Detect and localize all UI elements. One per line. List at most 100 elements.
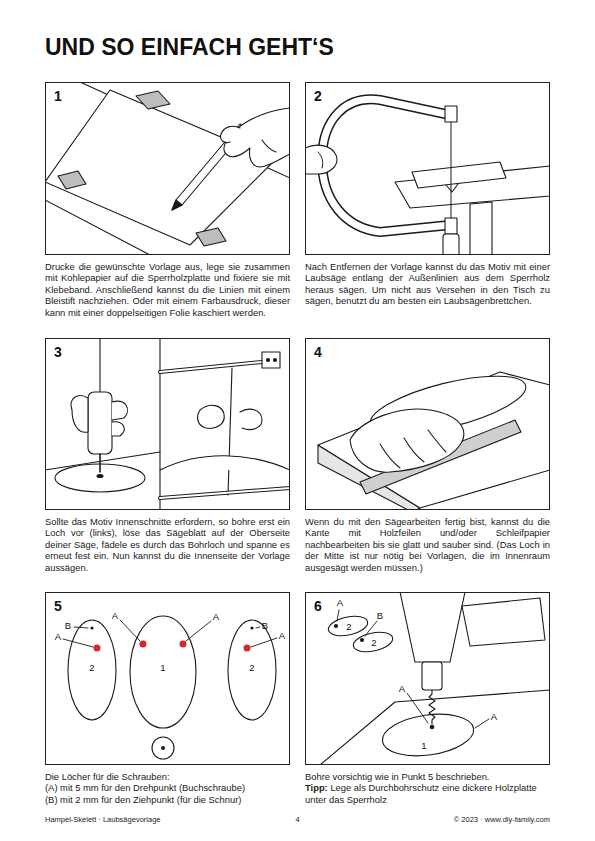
saw-illustration [305, 99, 550, 255]
part-number: 2 [371, 638, 376, 648]
part-number: 2 [89, 663, 94, 673]
clamp-screw [267, 359, 270, 362]
drill-hole [430, 725, 434, 729]
saw-arm [160, 488, 290, 498]
callout-letter: B [262, 621, 268, 631]
step-number: 2 [314, 89, 322, 103]
step-text: Sollte das Motiv Innenschnitte erfordern… [45, 516, 290, 573]
leader-line [120, 620, 140, 641]
tape-piece [196, 228, 226, 246]
step-number: 6 [314, 599, 322, 613]
blade-clamp [445, 106, 457, 122]
step-frame: 3 [45, 338, 290, 510]
callout-letter: A [213, 612, 219, 622]
leader-line [365, 621, 377, 636]
hand-fingers [240, 409, 262, 429]
step-number: 3 [54, 345, 62, 359]
string-hole [90, 626, 93, 629]
paper-sheet [45, 90, 275, 245]
callout-letter: A [399, 684, 405, 694]
filing-illustration [318, 364, 550, 510]
hand-line [380, 430, 446, 468]
tip-text: Lege als Durchbohrschutz eine dickere Ho… [305, 782, 537, 804]
hand-line [262, 140, 276, 152]
step-text: Nach Entfernen der Vorlage kannst du das… [305, 261, 550, 307]
leader-line [186, 621, 211, 641]
hand-thumb [221, 126, 240, 142]
step-number: 5 [54, 599, 62, 613]
step-number: 1 [54, 89, 62, 103]
instruction-text: Bohre vorsichtig wie in Punkt 5 beschrie… [305, 771, 550, 782]
saw-blade [451, 122, 452, 218]
instruction-text: Drucke die gewünschte Vorlage aus, lege … [45, 261, 290, 318]
tip-heading: Tipp: [305, 782, 328, 793]
callout-letter: A [491, 712, 497, 722]
hole [335, 625, 338, 628]
part-number: 1 [160, 663, 165, 673]
tape-piece [58, 171, 86, 189]
page-title: UND SO EINFACH GEHT‘S [45, 34, 334, 61]
drill-handle [462, 598, 545, 646]
leader-line [407, 693, 428, 723]
callout-letter: A [279, 631, 285, 641]
callout-letter: B [377, 611, 383, 621]
instruction-text: Wenn du mit den Sägearbeiten fertig bist… [305, 516, 550, 573]
saw-handle [443, 234, 459, 255]
pivot-hole [94, 645, 101, 652]
clamp-screw [274, 359, 277, 362]
drilling-illustration [320, 592, 550, 765]
instruction-text: Nach Entfernen der Vorlage kannst du das… [305, 261, 550, 307]
step-frame: 5 [45, 592, 290, 765]
blade-clamp [445, 218, 457, 234]
callout-letter: A [337, 598, 343, 608]
instruction-text: (B) mit 2 mm für den Ziehpunkt (für die … [45, 794, 290, 805]
string-hole [250, 626, 253, 629]
part-number: 2 [249, 663, 254, 673]
inner-cut-illustration [45, 338, 290, 510]
instruction-text: Sollte das Motiv Innenschnitte erfordern… [45, 516, 290, 573]
drill-body [400, 592, 465, 662]
body-part [130, 616, 196, 728]
leader-line [251, 638, 277, 647]
pivot-hole [140, 641, 147, 648]
step-text: Drucke die gewünschte Vorlage aus, lege … [45, 261, 290, 318]
step-text: Die Löcher für die Schrauben:(A) mit 5 m… [45, 771, 290, 805]
saw-blade [228, 368, 232, 495]
tape-piece [136, 91, 170, 109]
part-number: 1 [421, 741, 426, 751]
callout-letter: A [55, 632, 61, 642]
step-frame: 2 [305, 82, 550, 255]
blade-clamp [262, 352, 280, 368]
step-frame: 1 [45, 82, 290, 255]
hole-plan [63, 616, 277, 759]
leg-part [68, 620, 116, 720]
leader-line [63, 639, 93, 647]
step-frame: 6 [305, 592, 550, 765]
leader-line [63, 620, 277, 647]
step-text: Bohre vorsichtig wie in Punkt 5 beschrie… [305, 771, 550, 805]
callout-letter: B [65, 621, 71, 631]
hand [224, 108, 290, 167]
saw-frame [322, 99, 450, 232]
footer-text: Hampel-Skelett · Laubsägevorlage [45, 816, 160, 824]
divider [159, 338, 160, 510]
hand [305, 145, 337, 174]
head-part [152, 737, 174, 759]
saw-arm [160, 488, 290, 498]
step-number: 4 [314, 345, 322, 359]
workpiece-edge [160, 456, 290, 470]
pivot-hole [244, 645, 251, 652]
drill-bit [99, 454, 101, 472]
footer-text: © 2023 · www.diy-family.com [454, 816, 550, 824]
drill-hole [97, 475, 103, 478]
part-number: 2 [346, 622, 351, 632]
board-clamp [470, 202, 492, 255]
leader-line [475, 719, 489, 728]
mini-drill [88, 392, 112, 454]
leader-line [337, 610, 489, 728]
leg-part [228, 620, 276, 720]
drill-chuck [422, 662, 442, 690]
